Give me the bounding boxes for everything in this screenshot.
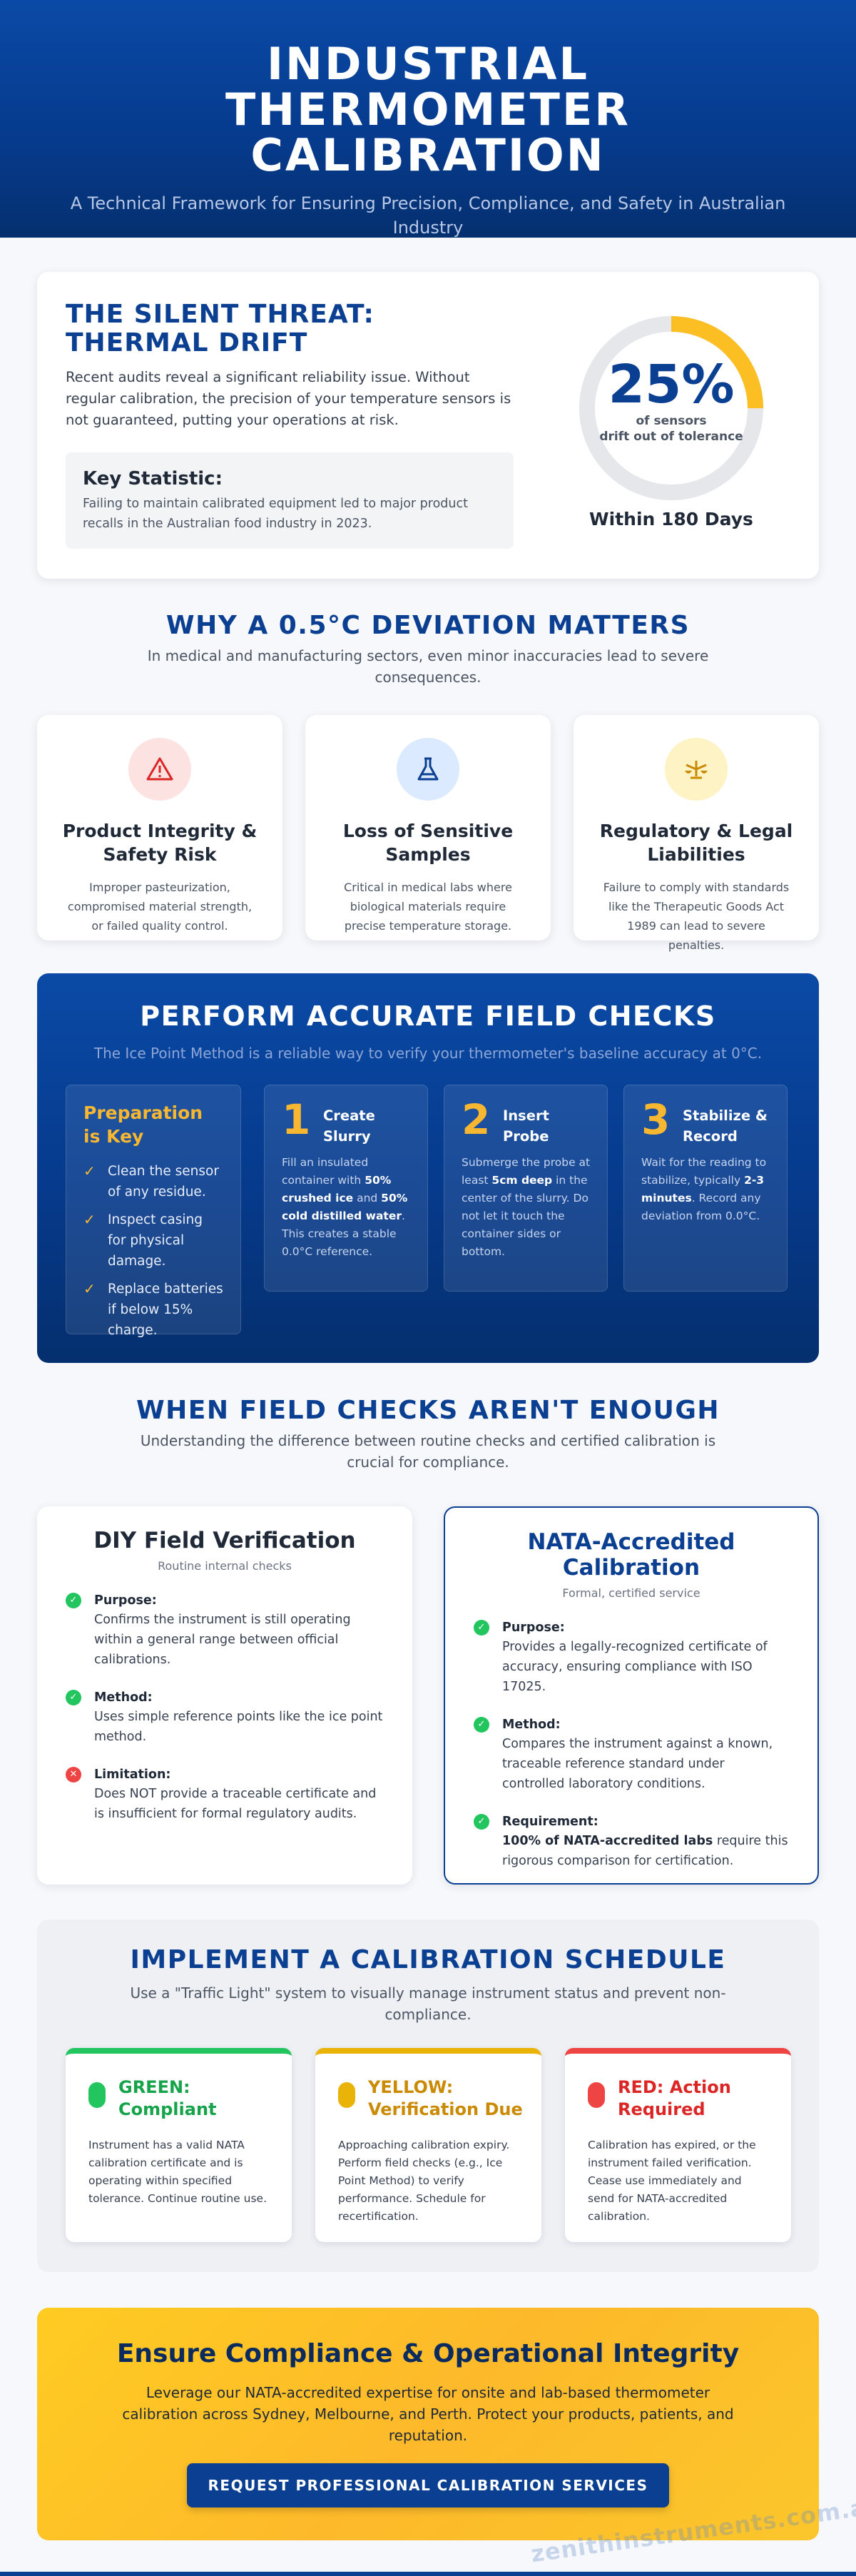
list-item: ✓Inspect casing for physical damage.: [83, 1210, 223, 1272]
risk-card-title: Product Integrity & Safety Risk: [62, 821, 258, 865]
step-card-2: 2 Insert Probe Submerge the probe at lea…: [444, 1085, 608, 1292]
key-statistic-text: Failing to maintain calibrated equipment…: [83, 497, 468, 531]
status-light-icon: [588, 2082, 605, 2108]
key-statistic-box: Key Statistic: Failing to maintain calib…: [66, 452, 514, 549]
status-title: RED: Action Required: [618, 2077, 731, 2119]
nata-title: NATA-Accredited Calibration: [527, 1529, 735, 1581]
flask-icon: [417, 757, 439, 781]
schedule-title: IMPLEMENT A CALIBRATION SCHEDULE: [130, 1945, 726, 1974]
risk-card-text: Critical in medical labs where biologica…: [344, 881, 512, 933]
nata-subtitle: Formal, certified service: [562, 1586, 700, 1600]
gauge-fill: [579, 316, 763, 500]
preparation-panel: Preparation is Key ✓Clean the sensor of …: [66, 1085, 241, 1338]
risk-card-samples: Loss of Sensitive Samples Critical in me…: [305, 715, 551, 940]
bottom-bar: [0, 2572, 856, 2576]
nata-item-purpose: ✓ Purpose: Provides a legally-recognized…: [474, 1618, 789, 1697]
step-number: 3: [641, 1095, 671, 1144]
status-light-icon: [88, 2082, 106, 2108]
page-header: INDUSTRIAL THERMOMETER CALIBRATION A Tec…: [0, 0, 856, 238]
within-days: Within 180 Days: [589, 509, 753, 529]
step-description: Submerge the probe at least 5cm deep in …: [462, 1156, 591, 1258]
step-description: Wait for the reading to stabilize, typic…: [641, 1156, 767, 1222]
step-title: Insert Probe: [503, 1107, 549, 1145]
risk-card-title: Regulatory & Legal Liabilities: [599, 821, 793, 865]
field-checks-section: PERFORM ACCURATE FIELD CHECKS The Ice Po…: [37, 973, 819, 1363]
status-card-green: GREEN: Compliant Instrument has a valid …: [66, 2048, 292, 2242]
list-item: ✓Replace batteries if below 15% charge.: [83, 1279, 223, 1341]
status-title: YELLOW: Verification Due: [368, 2077, 523, 2119]
cta-section: Ensure Compliance & Operational Integrit…: [37, 2308, 819, 2540]
gauge-caption-line1: of sensors: [636, 414, 707, 428]
risk-icon-wrap: [397, 738, 459, 801]
field-checks-title: PERFORM ACCURATE FIELD CHECKS: [140, 1000, 716, 1032]
thermal-drift-card: THE SILENT THREAT: THERMAL DRIFT Recent …: [37, 272, 819, 579]
thermal-drift-title: THE SILENT THREAT: THERMAL DRIFT: [66, 300, 374, 358]
step-number: 2: [462, 1095, 491, 1144]
status-text: Calibration has expired, or the instrume…: [588, 2139, 756, 2223]
page-title: INDUSTRIAL THERMOMETER CALIBRATION: [225, 38, 631, 181]
step-title: Create Slurry: [323, 1107, 375, 1145]
diy-verification-card: DIY Field Verification Routine internal …: [37, 1506, 412, 1885]
preparation-list: ✓Clean the sensor of any residue. ✓Inspe…: [83, 1161, 223, 1341]
risk-card-product: Product Integrity & Safety Risk Improper…: [37, 715, 282, 940]
gauge-caption-line2: drift out of tolerance: [599, 430, 743, 444]
check-icon: ✓: [83, 1162, 96, 1180]
diy-item-method: ✓ Method: Uses simple reference points l…: [66, 1688, 384, 1747]
step-card-3: 3 Stabilize & Record Wait for the readin…: [623, 1085, 788, 1292]
check-circle-icon: ✓: [66, 1593, 81, 1608]
step-number: 1: [282, 1095, 311, 1144]
check-circle-icon: ✓: [474, 1814, 489, 1830]
check-circle-icon: ✓: [474, 1717, 489, 1733]
schedule-subtitle: Use a "Traffic Light" system to visually…: [130, 1984, 726, 2023]
check-circle-icon: ✓: [474, 1620, 489, 1636]
status-title: GREEN: Compliant: [118, 2077, 217, 2119]
compare-subtitle: Understanding the difference between rou…: [140, 1432, 716, 1471]
list-item: ✓Clean the sensor of any residue.: [83, 1161, 223, 1202]
x-circle-icon: ✕: [66, 1767, 81, 1783]
diy-subtitle: Routine internal checks: [158, 1559, 292, 1573]
drift-gauge: 25% of sensors drift out of tolerance: [575, 312, 768, 504]
risk-card-text: Improper pasteurization, compromised mat…: [67, 881, 253, 933]
page-subtitle: A Technical Framework for Ensuring Preci…: [70, 193, 786, 238]
nata-calibration-card: NATA-Accredited Calibration Formal, cert…: [444, 1506, 819, 1885]
compare-title: WHEN FIELD CHECKS AREN'T ENOUGH: [136, 1396, 720, 1425]
warning-icon: [146, 757, 173, 781]
deviation-title: WHY A 0.5°C DEVIATION MATTERS: [165, 611, 691, 640]
check-icon: ✓: [83, 1280, 96, 1297]
preparation-title: Preparation is Key: [83, 1102, 203, 1147]
status-light-icon: [338, 2082, 355, 2108]
calibration-schedule-section: IMPLEMENT A CALIBRATION SCHEDULE Use a "…: [37, 1920, 819, 2272]
scale-icon: [685, 761, 708, 779]
risk-card-text: Failure to comply with standards like th…: [603, 881, 790, 952]
check-icon: ✓: [83, 1211, 96, 1228]
step-title: Stabilize & Record: [683, 1107, 768, 1145]
status-text: Approaching calibration expiry. Perform …: [338, 2139, 510, 2223]
deviation-subtitle: In medical and manufacturing sectors, ev…: [147, 647, 709, 686]
gauge-center: 25% of sensors drift out of tolerance: [575, 356, 768, 445]
cta-title: Ensure Compliance & Operational Integrit…: [116, 2339, 740, 2368]
diy-item-limitation: ✕ Limitation: Does NOT provide a traceab…: [66, 1765, 384, 1824]
risk-icon-wrap: [128, 738, 191, 801]
risk-icon-wrap: [665, 738, 728, 801]
step-description: Fill an insulated container with 50% cru…: [282, 1156, 408, 1258]
status-card-yellow: YELLOW: Verification Due Approaching cal…: [315, 2048, 541, 2242]
diy-title: DIY Field Verification: [93, 1528, 356, 1553]
status-card-red: RED: Action Required Calibration has exp…: [565, 2048, 791, 2242]
field-checks-subtitle: The Ice Point Method is a reliable way t…: [93, 1045, 763, 1062]
key-statistic-label: Key Statistic:: [83, 468, 223, 490]
nata-item-method: ✓ Method: Compares the instrument agains…: [474, 1715, 789, 1794]
gauge-percent: 25%: [608, 354, 735, 415]
status-text: Instrument has a valid NATA calibration …: [88, 2139, 268, 2205]
nata-item-requirement: ✓ Requirement: 100% of NATA-accredited l…: [474, 1812, 789, 1871]
diy-item-purpose: ✓ Purpose: Confirms the instrument is st…: [66, 1591, 384, 1670]
risk-card-regulatory: Regulatory & Legal Liabilities Failure t…: [574, 715, 819, 952]
step-card-1: 1 Create Slurry Fill an insulated contai…: [264, 1085, 428, 1292]
cta-text: Leverage our NATA-accredited expertise f…: [122, 2384, 734, 2444]
drift-gauge-svg: [579, 316, 763, 500]
check-circle-icon: ✓: [66, 1690, 81, 1705]
thermal-drift-lead: Recent audits reveal a significant relia…: [66, 369, 511, 428]
request-calibration-button[interactable]: REQUEST PROFESSIONAL CALIBRATION SERVICE…: [187, 2463, 669, 2507]
risk-card-title: Loss of Sensitive Samples: [342, 821, 514, 865]
